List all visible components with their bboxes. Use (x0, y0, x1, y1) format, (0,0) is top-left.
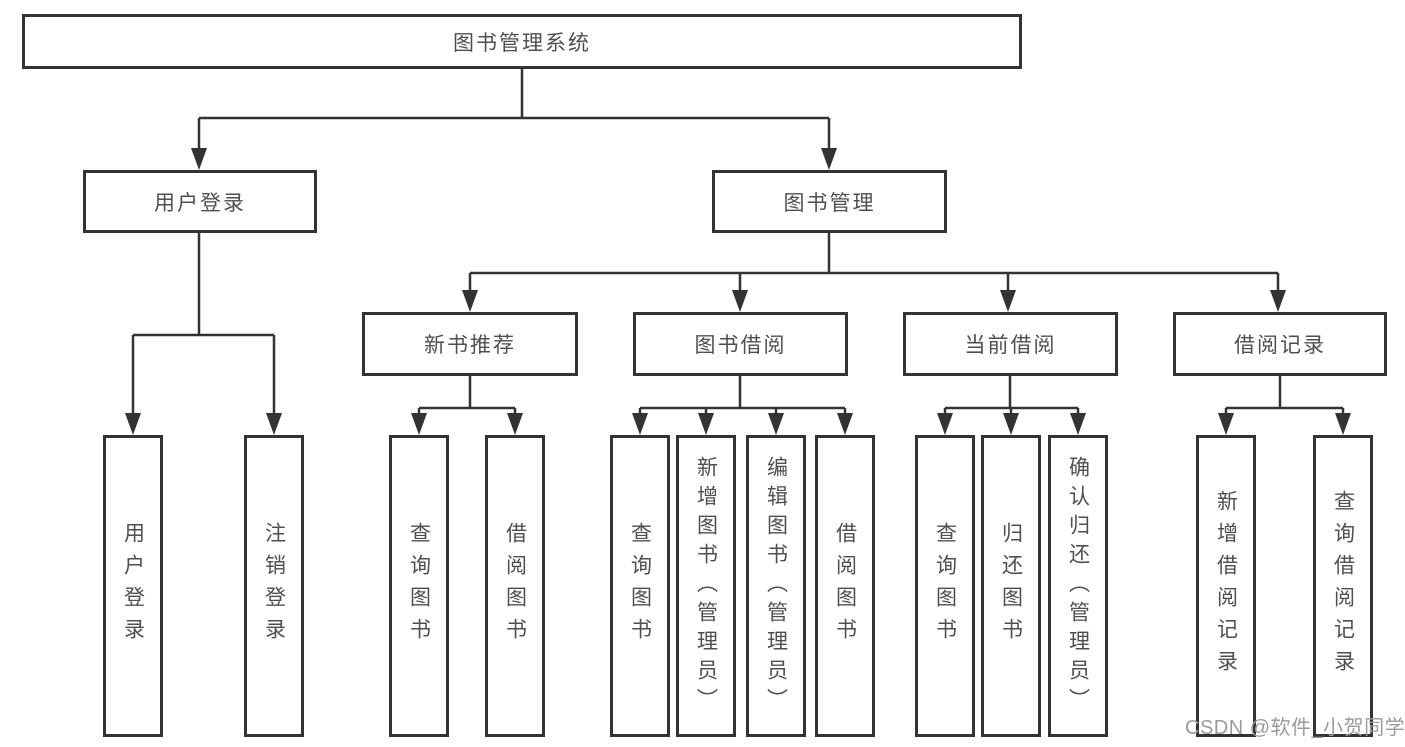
arrow-down-icon (1003, 413, 1019, 435)
node-label: 查询借阅记录 (1331, 490, 1355, 682)
connector-borrowrecord-to-leaves (1224, 376, 1345, 417)
leaf-edit-book-admin: 编辑图书（管理员） (746, 435, 806, 737)
arrow-down-icon (632, 413, 648, 435)
node-label: 图书管理系统 (453, 31, 591, 55)
leaf-query-borrow-record: 查询借阅记录 (1313, 435, 1373, 737)
leaf-logout: 注销登录 (244, 435, 304, 737)
node-book-borrow: 图书借阅 (633, 312, 848, 376)
node-library-system: 图书管理系统 (22, 14, 1022, 69)
node-label: 借阅图书 (833, 522, 857, 650)
node-label: 注销登录 (262, 522, 286, 650)
arrow-down-icon (937, 413, 953, 435)
leaf-return-book: 归还图书 (981, 435, 1041, 737)
node-label: 查询图书 (407, 522, 431, 650)
connector-userlogin-to-leaves (131, 233, 276, 417)
node-label: 借阅图书 (503, 522, 527, 650)
node-label: 查询图书 (628, 522, 652, 650)
node-label: 新增图书（管理员） (694, 455, 718, 717)
arrow-down-icon (821, 148, 837, 170)
leaf-user-login: 用户登录 (103, 435, 163, 737)
leaf-borrow-book-recommend: 借阅图书 (485, 435, 545, 737)
node-label: 编辑图书（管理员） (764, 455, 788, 717)
leaf-query-book-current: 查询图书 (915, 435, 975, 737)
node-label: 新书推荐 (424, 334, 516, 357)
connector-newbook-to-leaves (417, 376, 517, 417)
arrow-down-icon (1335, 413, 1351, 435)
node-label: 借阅记录 (1234, 334, 1326, 357)
arrow-down-icon (462, 290, 478, 312)
node-user-login: 用户登录 (83, 170, 317, 233)
node-label: 确认归还（管理员） (1066, 455, 1090, 717)
arrow-down-icon (266, 413, 282, 435)
node-new-book-recommend: 新书推荐 (362, 312, 578, 376)
arrow-down-icon (1070, 413, 1086, 435)
arrow-down-icon (1270, 290, 1286, 312)
node-label: 图书借阅 (694, 334, 787, 357)
leaf-borrow-book: 借阅图书 (815, 435, 875, 737)
leaf-query-book-borrow: 查询图书 (610, 435, 670, 737)
leaf-add-borrow-record: 新增借阅记录 (1196, 435, 1256, 737)
node-label: 新增借阅记录 (1214, 490, 1238, 682)
arrow-down-icon (837, 413, 853, 435)
arrow-down-icon (732, 290, 748, 312)
leaf-query-book-recommend: 查询图书 (389, 435, 449, 737)
arrow-down-icon (1000, 290, 1016, 312)
node-label: 图书管理 (783, 191, 876, 215)
arrow-down-icon (125, 413, 141, 435)
arrow-down-icon (191, 148, 207, 170)
node-label: 用户登录 (154, 191, 246, 215)
node-label: 归还图书 (999, 522, 1023, 650)
node-borrow-record: 借阅记录 (1173, 312, 1387, 376)
arrow-down-icon (507, 413, 523, 435)
arrow-down-icon (411, 413, 427, 435)
leaf-confirm-return-admin: 确认归还（管理员） (1048, 435, 1108, 737)
csdn-watermark: CSDN @软件_小贺同学 (1185, 717, 1405, 739)
connector-root-to-level2 (197, 69, 831, 150)
connector-bookborrow-to-leaves (638, 376, 847, 417)
node-current-borrow: 当前借阅 (903, 312, 1118, 376)
node-label: 用户登录 (121, 522, 145, 650)
arrow-down-icon (698, 413, 714, 435)
node-book-management: 图书管理 (712, 170, 947, 233)
leaf-add-book-admin: 新增图书（管理员） (676, 435, 736, 737)
connector-bookmgmt-to-level3 (468, 233, 1280, 294)
node-label: 查询图书 (933, 522, 957, 650)
connector-currentborrow-to-leaves (943, 376, 1080, 417)
arrow-down-icon (768, 413, 784, 435)
node-label: 当前借阅 (964, 334, 1057, 357)
arrow-down-icon (1218, 413, 1234, 435)
